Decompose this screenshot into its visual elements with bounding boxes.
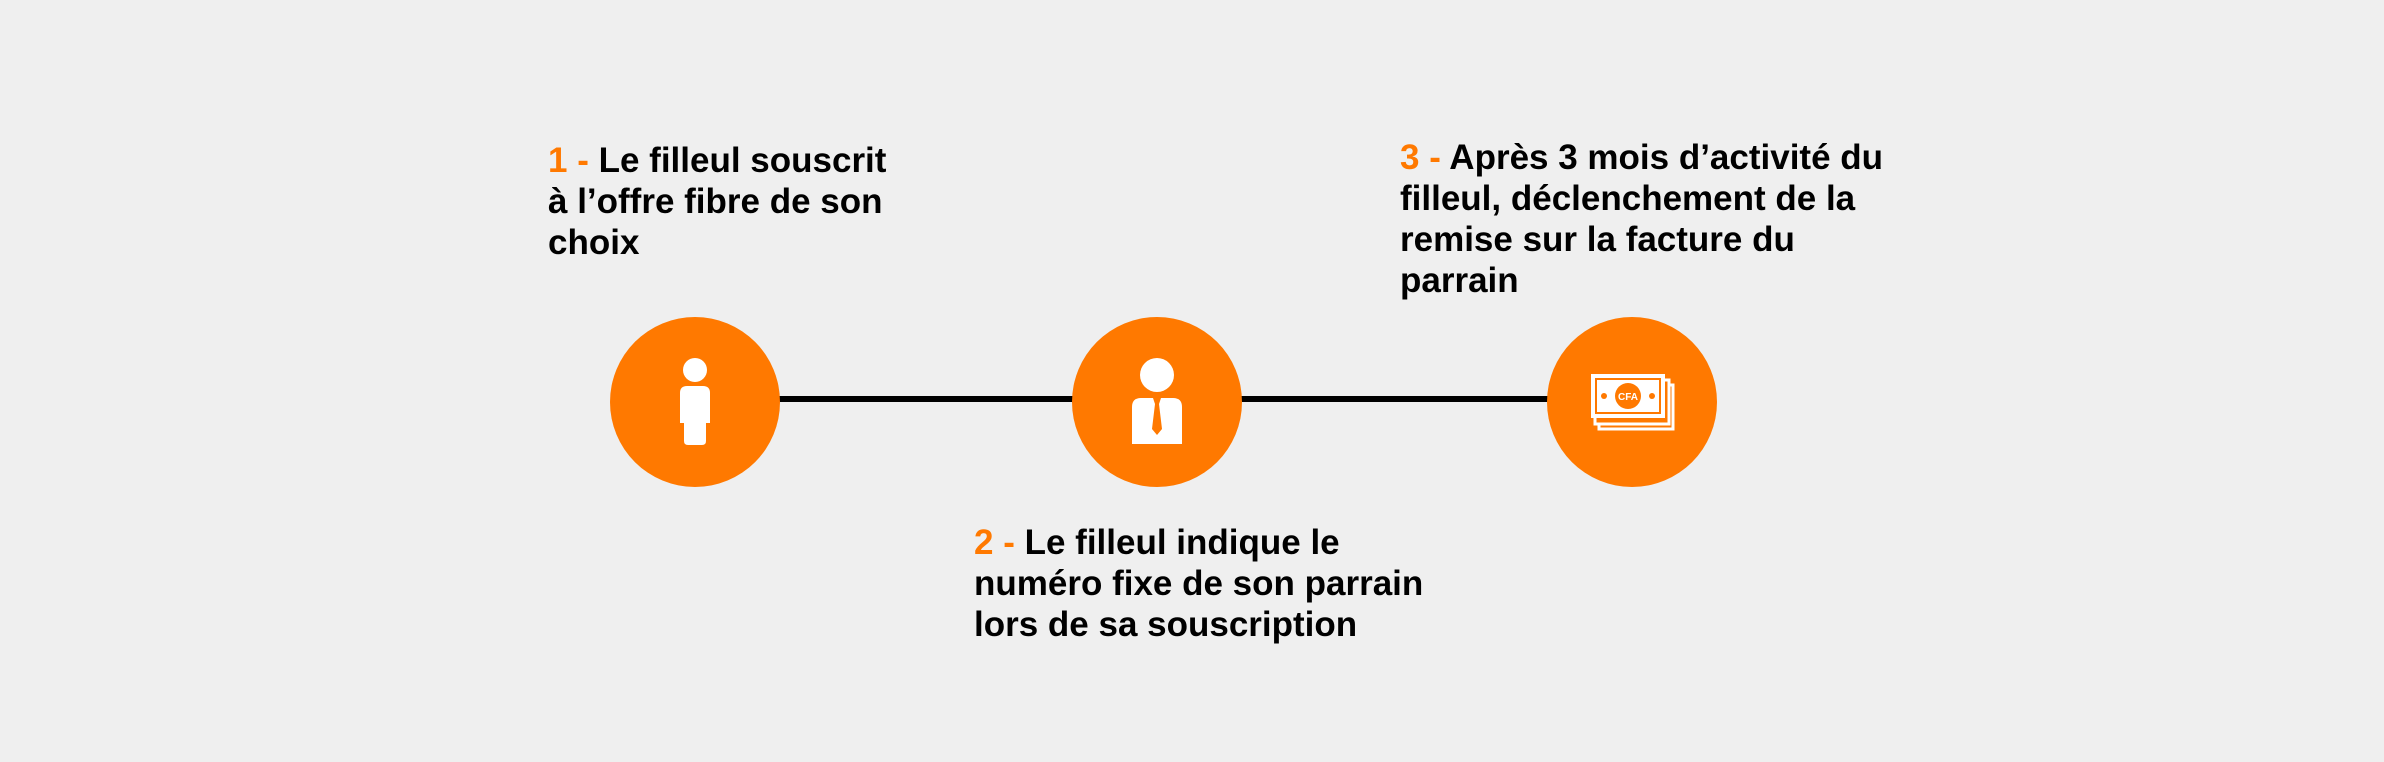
step-1-line-3: choix — [548, 223, 640, 262]
step-3-line-2: filleul, déclenchement de la — [1400, 179, 1856, 218]
cfa-label: CFA — [1618, 392, 1638, 403]
step-2-number: 2 - — [974, 523, 1015, 562]
step-1-circle — [610, 317, 780, 487]
cfa-banknote-icon: CFA — [1591, 374, 1675, 431]
step-2-line-2: numéro fixe de son parrain — [974, 564, 1424, 603]
step-3-line-1: Après 3 mois d’activité du — [1449, 138, 1884, 177]
step-3-circle: CFA — [1547, 317, 1717, 487]
step-3-line-3: remise sur la facture du — [1400, 220, 1795, 259]
person-icon — [680, 358, 710, 445]
step-2-line-3: lors de sa souscription — [974, 605, 1358, 644]
step-1-text: 1 - Le filleul souscrit à l’offre fibre … — [548, 140, 886, 263]
step-1-number: 1 - — [548, 141, 589, 180]
connector-line-2 — [1236, 396, 1556, 402]
step-3-line-4: parrain — [1400, 261, 1519, 300]
step-2-circle — [1072, 317, 1242, 487]
connector-line-1 — [770, 396, 1080, 402]
step-1-line-2: à l’offre fibre de son — [548, 182, 883, 221]
step-3-number: 3 - — [1400, 138, 1441, 177]
businessman-icon — [1132, 358, 1182, 444]
step-2-text: 2 - Le filleul indique le numéro fixe de… — [974, 522, 1423, 645]
step-3-text: 3 - Après 3 mois d’activité du filleul, … — [1400, 137, 1883, 301]
step-1-line-1: Le filleul souscrit — [598, 141, 887, 180]
step-2-line-1: Le filleul indique le — [1024, 523, 1340, 562]
